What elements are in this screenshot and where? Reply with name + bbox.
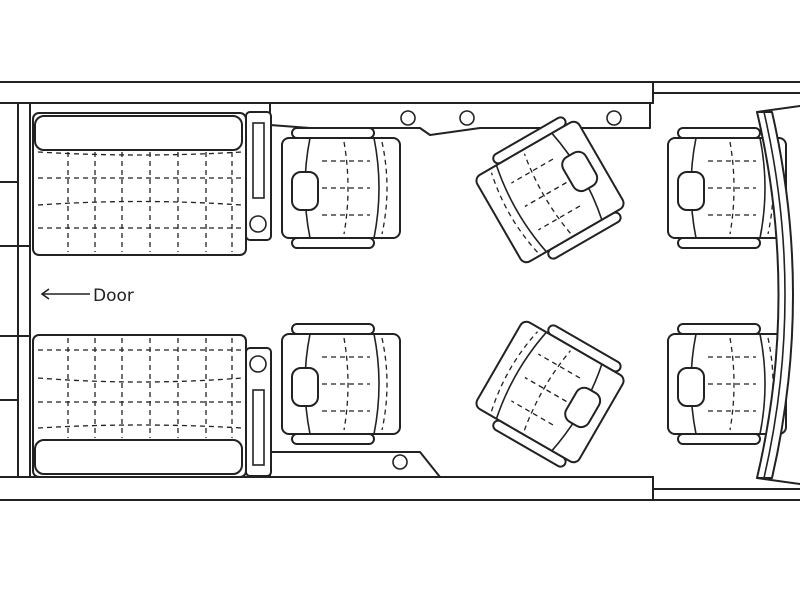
window <box>606 110 622 126</box>
seat-swivel-lower <box>467 309 633 475</box>
seat-left-upper <box>281 127 401 249</box>
lower-side-panel <box>269 451 441 478</box>
window <box>459 110 475 126</box>
aft-bulkhead <box>0 102 31 478</box>
window <box>392 454 408 470</box>
door-label: Door <box>40 286 134 306</box>
window <box>400 110 416 126</box>
door-text: Door <box>93 286 134 306</box>
side-table-lower <box>245 347 272 477</box>
seat-swivel-upper <box>467 109 633 275</box>
upper-side-panel <box>269 102 651 136</box>
forward-bulkhead <box>756 105 800 485</box>
divan-upper <box>32 112 247 256</box>
seat-left-lower <box>281 323 401 445</box>
arrow-left-icon <box>40 288 90 300</box>
divan-lower <box>32 334 247 478</box>
side-table-upper <box>245 111 272 241</box>
